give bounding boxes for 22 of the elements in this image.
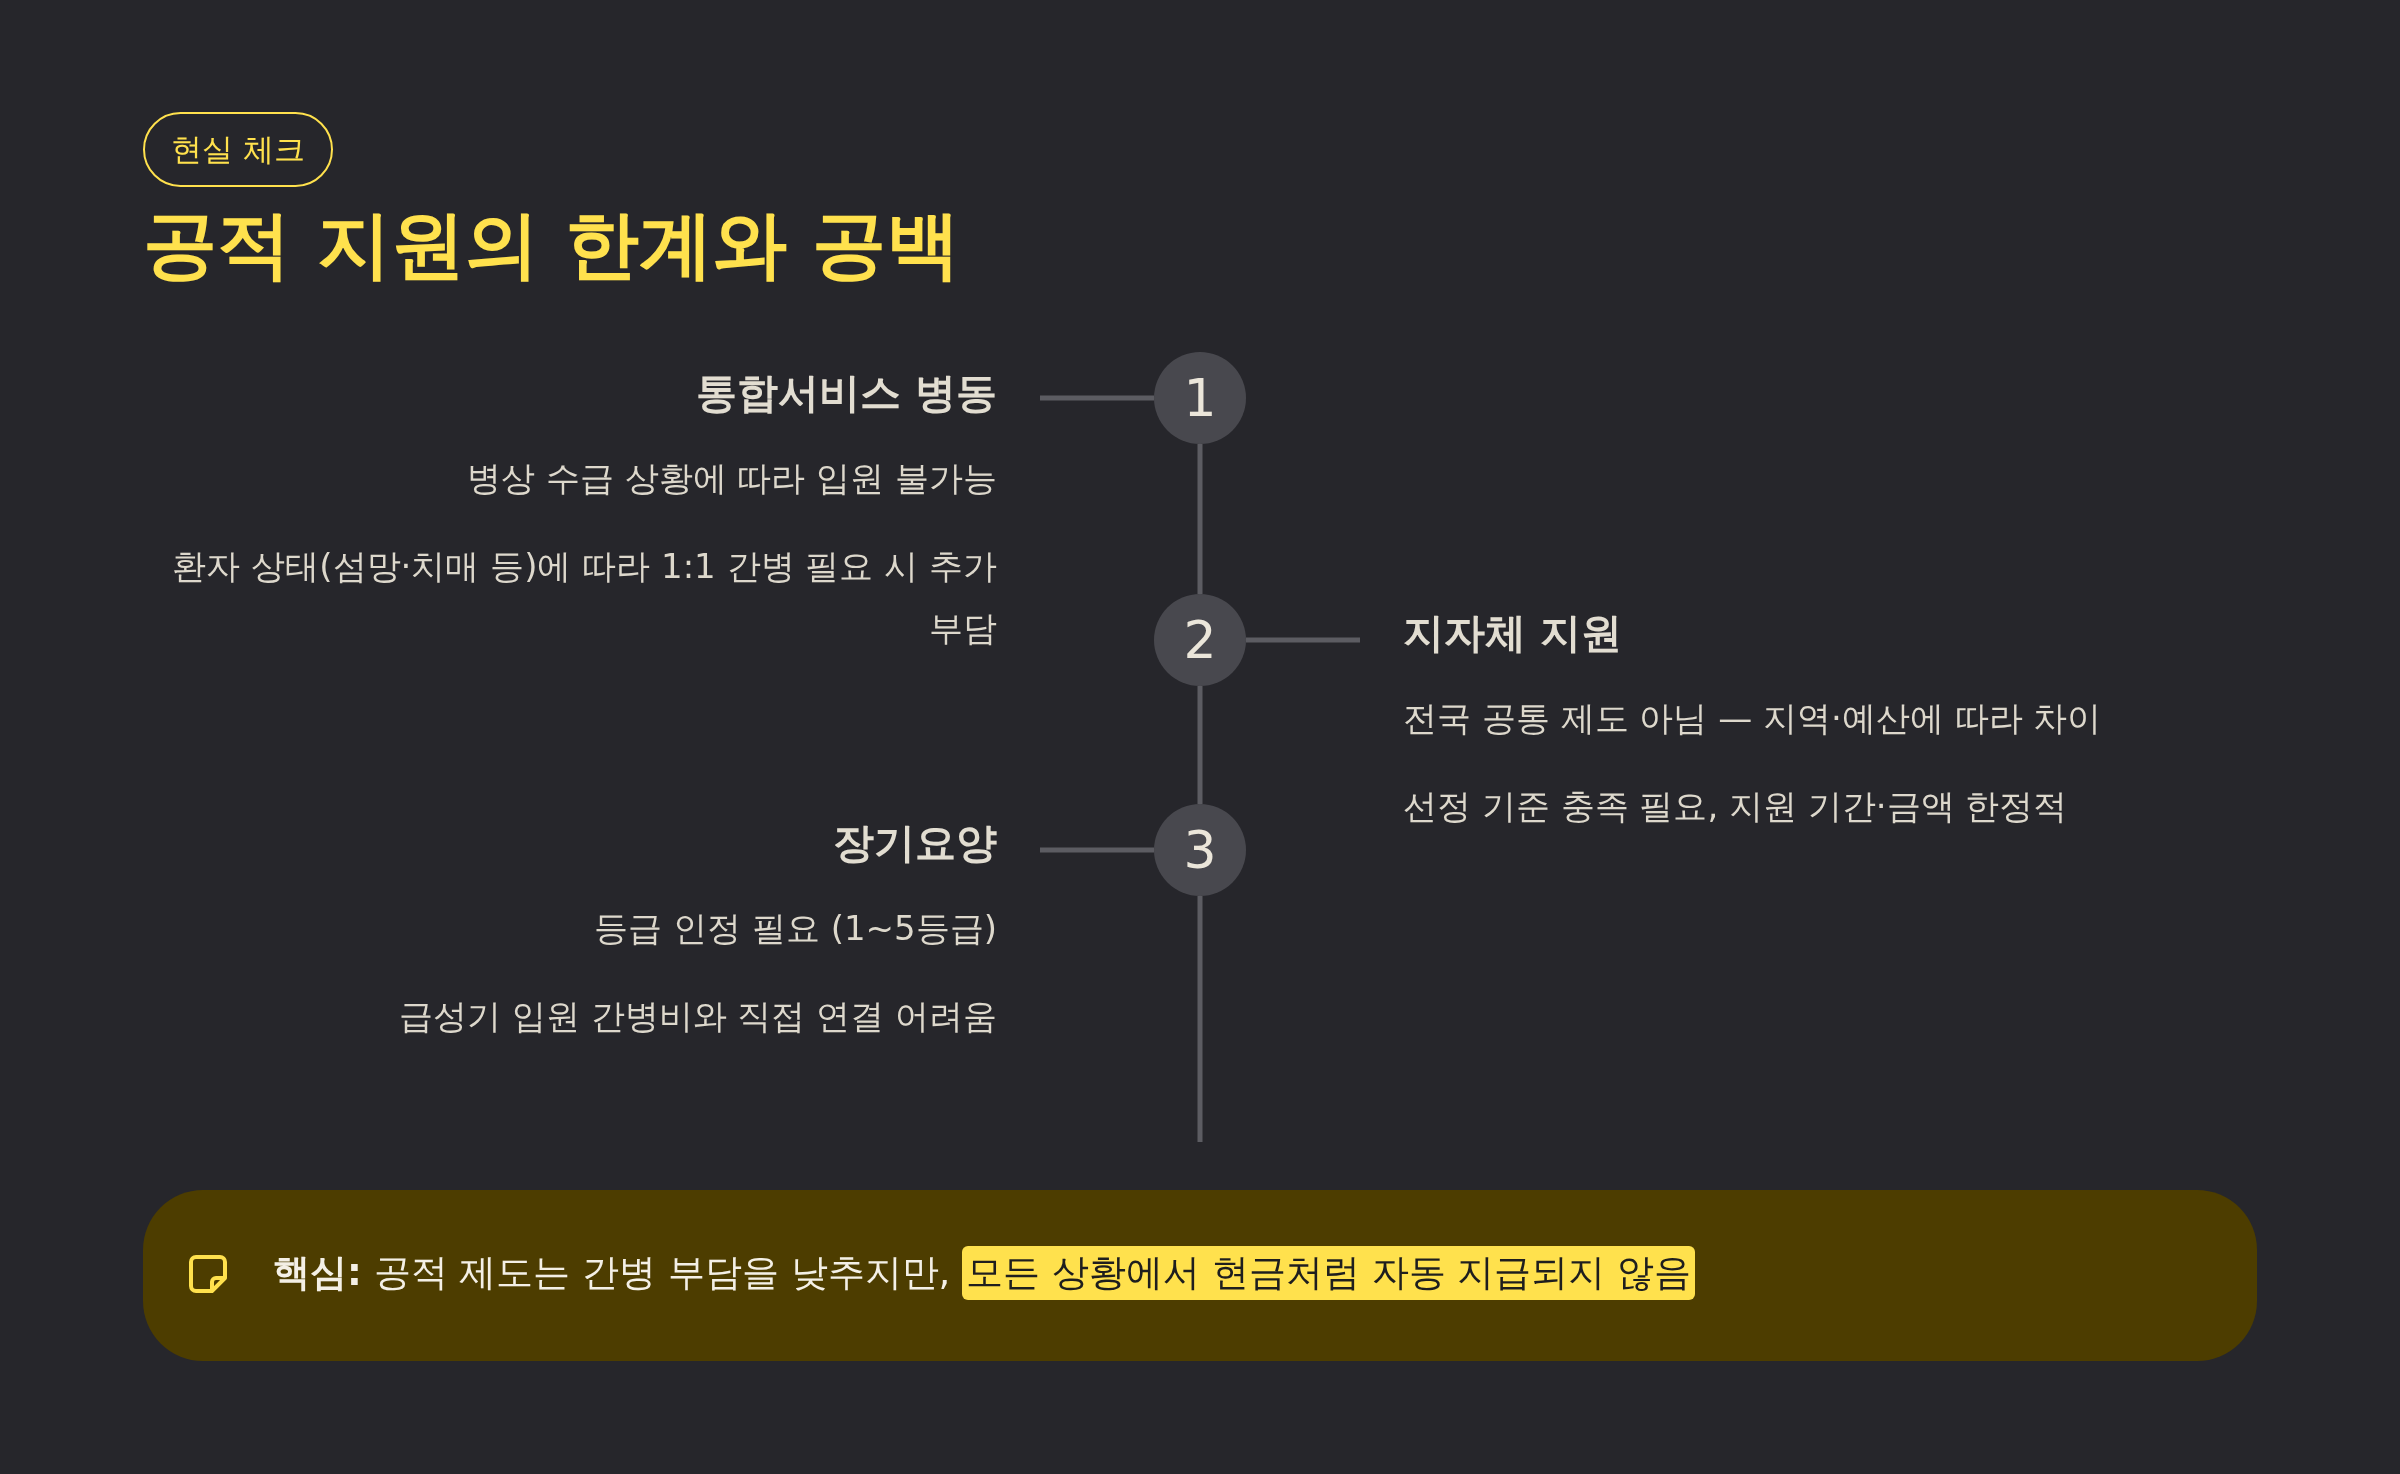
item-description: 등급 인정 필요 (1~5등급) [593, 907, 997, 950]
connector-line [1197, 896, 1203, 1142]
step-number-circle: 1 [1154, 352, 1246, 444]
connector-line [1246, 637, 1360, 643]
key-point-text: 핵심: 공적 제도는 간병 부담을 낮추지만, [273, 1250, 951, 1296]
item-heading: 지자체 지원 [1403, 608, 1624, 659]
item-heading: 통합서비스 병동 [694, 368, 997, 419]
title: 공적 지원의 한계와 공백 [143, 200, 961, 289]
step-number-circle: 2 [1154, 594, 1246, 686]
tag-pill: 현실 체크 [143, 112, 333, 187]
connector-line [1040, 847, 1154, 853]
item-description: 급성기 입원 간병비와 직접 연결 어려움 [397, 995, 997, 1038]
item-description: 환자 상태(섬망·치매 등)에 따라 1:1 간병 필요 시 추가 부담 [171, 545, 997, 650]
highlighted-text: 모든 상황에서 현금처럼 자동 지급되지 않음 [962, 1246, 1696, 1300]
item-description: 병상 수급 상황에 따라 입원 불가능 [465, 457, 997, 500]
item-heading: 장기요양 [832, 818, 997, 869]
connector-line [1040, 395, 1154, 401]
connector-line [1197, 686, 1203, 804]
step-number-circle: 3 [1154, 804, 1246, 896]
connector-line [1197, 444, 1203, 594]
item-description: 선정 기준 충족 필요, 지원 기간·금액 한정적 [1403, 785, 2069, 828]
item-description: 전국 공통 제도 아님 — 지역·예산에 따라 차이 [1403, 697, 2103, 740]
